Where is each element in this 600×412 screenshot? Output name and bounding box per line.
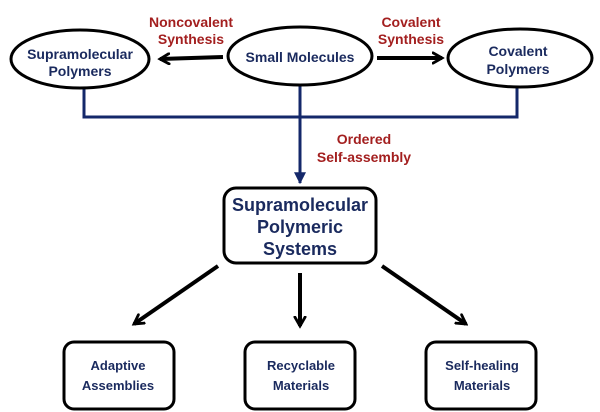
edge-label-line: Synthesis: [378, 31, 444, 47]
node-supramolecular-polymers: Supramolecular Polymers: [9, 28, 151, 90]
self-assembly-connector: [82, 82, 519, 185]
label-ordered-self-assembly: Ordered Self-assembly: [317, 131, 411, 165]
label-noncovalent-synthesis: Noncovalent Synthesis: [149, 14, 233, 47]
noncovalent-arrow: [160, 57, 224, 59]
node-text-line: Materials: [273, 378, 329, 393]
node-text-line: Polymeric: [257, 217, 343, 237]
node-text-line: Materials: [454, 378, 510, 393]
node-text-line: Supramolecular: [232, 195, 368, 215]
node-text-line: Assemblies: [82, 378, 154, 393]
node-text-line: Covalent: [488, 43, 547, 59]
node-text-line: Adaptive: [91, 358, 146, 373]
arrow-to-adaptive-assemblies: [134, 264, 220, 326]
node-text-line: Supramolecular: [27, 46, 133, 62]
node-small-molecules: Small Molecules: [226, 25, 374, 87]
node-adaptive-assemblies: Adaptive Assemblies: [62, 340, 176, 411]
node-text-line: Self-healing: [445, 358, 519, 373]
node-text-line: Polymers: [486, 61, 549, 77]
edge-label-line: Synthesis: [158, 31, 224, 47]
node-text-line: Small Molecules: [246, 49, 355, 65]
arrow-to-self-healing-materials: [380, 264, 466, 326]
node-covalent-polymers: Covalent Polymers: [446, 27, 594, 89]
edge-label-line: Noncovalent: [149, 14, 233, 30]
node-self-healing-materials: Self-healing Materials: [424, 340, 538, 411]
edge-label-line: Self-assembly: [317, 149, 411, 165]
node-recyclable-materials: Recyclable Materials: [243, 340, 357, 411]
node-supramolecular-polymeric-systems: Supramolecular Polymeric Systems: [222, 186, 378, 265]
node-text-line: Polymers: [48, 63, 111, 79]
edge-label-line: Covalent: [381, 14, 440, 30]
node-text-line: Systems: [263, 239, 337, 259]
label-covalent-synthesis: Covalent Synthesis: [378, 14, 444, 47]
node-text-line: Recyclable: [267, 358, 335, 373]
edge-label-line: Ordered: [337, 131, 391, 147]
